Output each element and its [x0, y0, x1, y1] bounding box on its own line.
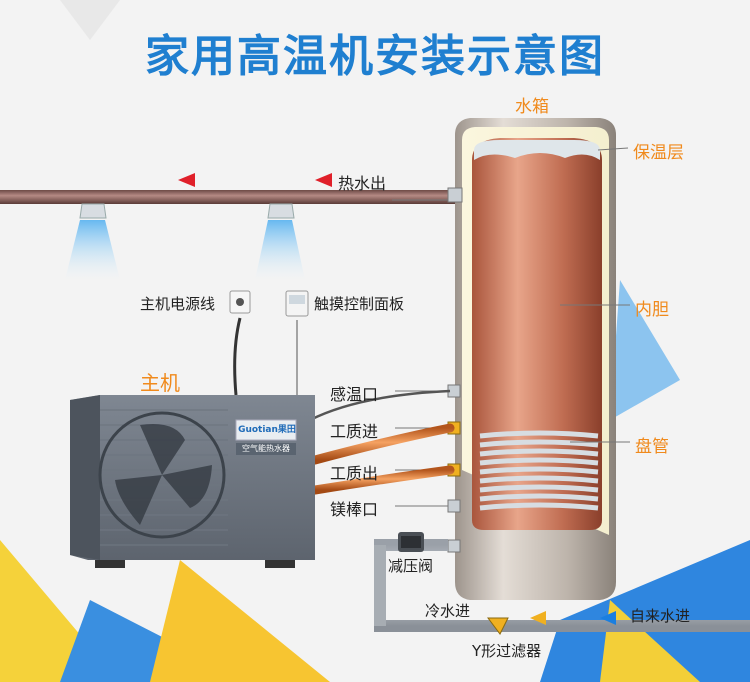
- sensor-cable: [309, 389, 451, 422]
- arrow-cold-blue-1: [600, 611, 616, 625]
- label-refrigerant-out: 工质出: [330, 464, 379, 483]
- label-hot-water-out: 热水出: [338, 174, 387, 193]
- unit-foot-right: [265, 560, 295, 568]
- hot-water-pipe: [0, 190, 455, 204]
- refrigerant-pipe-in: [310, 423, 455, 465]
- label-y-filter: Y形过滤器: [472, 642, 542, 660]
- bg-shape-yellow-bottom: [150, 560, 330, 682]
- label-temp-sensor-port: 感温口: [330, 385, 379, 404]
- label-tap-water-in: 自来水进: [630, 607, 691, 625]
- arrow-hot-right: [315, 173, 332, 187]
- bg-shape-topleft: [60, 0, 120, 40]
- label-touch-panel: 触摸控制面板: [314, 295, 405, 313]
- air-beam-left: [65, 220, 120, 280]
- coil-graphic: [479, 430, 599, 511]
- diagram-title: 家用高温机安装示意图: [145, 31, 605, 82]
- unit-product-plate: [236, 443, 296, 455]
- fitting-hot-out: [447, 187, 463, 203]
- label-inner-tank: 内胆: [635, 300, 669, 320]
- unit-brand-plate: [235, 419, 297, 441]
- label-cold-water-in: 冷水进: [425, 602, 471, 620]
- arrow-hot-left: [178, 173, 195, 187]
- label-power-cord: 主机电源线: [140, 295, 216, 313]
- unit-brand-en: Guotian: [238, 425, 278, 435]
- bg-shape-blue-right: [540, 540, 750, 682]
- unit-brand-cn: 果田: [277, 425, 296, 435]
- fitting-mg: [447, 499, 461, 513]
- label-tank: 水箱: [515, 97, 549, 117]
- label-coil: 盘管: [635, 437, 669, 457]
- fan-left: [79, 203, 107, 219]
- bg-shape-lightblue: [610, 280, 680, 420]
- fitting-cold-in: [447, 539, 461, 553]
- fan-blades: [115, 424, 212, 525]
- label-magnesium-port: 镁棒口: [330, 500, 379, 519]
- label-insulation: 保温层: [633, 143, 684, 163]
- label-refrigerant-in: 工质进: [330, 422, 379, 441]
- refrigerant-pipe-out: [310, 465, 455, 495]
- inner-tank-top: [474, 140, 600, 160]
- power-cable: [233, 317, 242, 396]
- unit-foot-left: [95, 560, 125, 568]
- unit-fan: [98, 411, 226, 539]
- unit-product: 空气能热水器: [242, 444, 290, 453]
- y-filter: [487, 617, 509, 635]
- fan-right: [267, 203, 295, 219]
- label-pressure-valve: 减压阀: [388, 557, 434, 575]
- arrow-cold-blue-2: [530, 611, 546, 625]
- air-beam-right: [255, 220, 305, 280]
- unit-brand: Guotian果田: [238, 423, 296, 437]
- label-host: 主机: [140, 371, 180, 395]
- unit-side: [70, 395, 100, 560]
